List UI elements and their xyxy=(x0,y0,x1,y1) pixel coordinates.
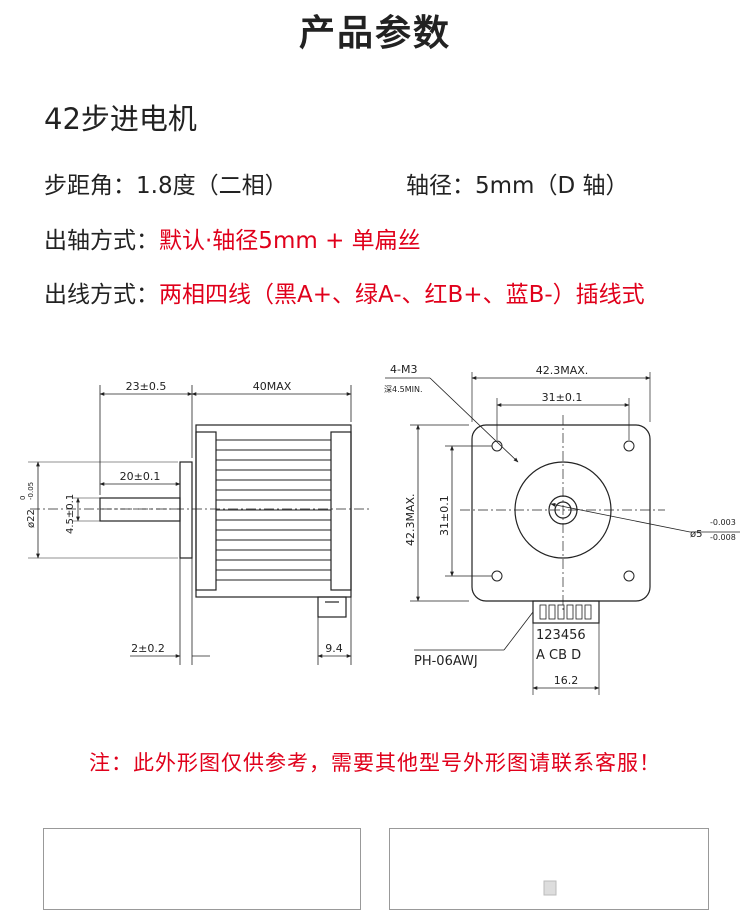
connector-thumb xyxy=(543,880,557,896)
wiring-value: 两相四线（黑A+、绿A-、红B+、蓝B-）插线式 xyxy=(159,282,645,308)
connector-front xyxy=(532,600,600,624)
disclaimer-note: 注：此外形图仅供参考，需要其他型号外形图请联系客服！ xyxy=(89,751,661,775)
shaft-label: 轴径： xyxy=(406,173,475,199)
product-name: 42步进电机 xyxy=(44,102,197,136)
product-card-left xyxy=(43,828,361,910)
connector-pins: 123456 xyxy=(536,628,586,643)
dim-22-tol2: 0 xyxy=(19,496,27,500)
shaft-dia: ø5 xyxy=(690,529,702,540)
hole-label: 4-M3 xyxy=(390,363,417,376)
spec-row-wiring: 出线方式：两相四线（黑A+、绿A-、红B+、蓝B-）插线式 xyxy=(44,275,645,309)
shaft-tol-low: -0.008 xyxy=(710,533,736,542)
product-card-right xyxy=(389,828,709,910)
shaft-body xyxy=(99,497,181,522)
shaft-spec: 轴径：5mm（D 轴） xyxy=(406,166,628,200)
dim-4-5: 4.5±0.1 xyxy=(65,494,76,534)
output-shaft-value: 默认·轴径5mm + 单扁丝 xyxy=(159,228,421,254)
dim-9-4: 9.4 xyxy=(325,642,343,655)
body-ribs xyxy=(216,439,331,581)
dim-22: ø22 xyxy=(26,509,37,528)
connector-side xyxy=(317,596,347,618)
dim-23: 23±0.5 xyxy=(126,380,167,393)
step-value: 1.8度（二相） xyxy=(136,173,288,199)
shaft-value: 5mm（D 轴） xyxy=(475,173,629,199)
connector-model: PH-06AWJ xyxy=(414,654,478,669)
hole-depth: 深4.5MIN. xyxy=(384,385,423,394)
shaft-collar xyxy=(179,461,193,559)
dim-42-3-top: 42.3MAX. xyxy=(536,364,589,377)
step-label: 步距角： xyxy=(44,173,136,199)
technical-drawing: 23±0.5 40MAX 20±0.1 ø22 -0.05 0 4.5±0.1 … xyxy=(19,363,740,695)
dim-42-3-left: 42.3MAX. xyxy=(404,493,417,546)
dim-31-top: 31±0.1 xyxy=(542,391,583,404)
dim-22-tol: -0.05 xyxy=(27,482,35,500)
front-view xyxy=(385,372,740,695)
shaft-tol-up: -0.003 xyxy=(710,518,736,527)
page-title: 产品参数 xyxy=(298,12,451,54)
connector-letters: A CB D xyxy=(536,648,581,663)
wiring-label: 出线方式： xyxy=(44,282,159,308)
dim-20: 20±0.1 xyxy=(120,470,161,483)
dim-31-left: 31±0.1 xyxy=(438,495,451,536)
side-view xyxy=(28,385,370,665)
dim-40max: 40MAX xyxy=(253,380,292,393)
dim-16-2: 16.2 xyxy=(554,674,579,687)
dim-2: 2±0.2 xyxy=(131,642,165,655)
front-flange xyxy=(471,424,651,602)
spec-row-output-shaft: 出轴方式：默认·轴径5mm + 单扁丝 xyxy=(44,221,421,255)
output-shaft-label: 出轴方式： xyxy=(44,228,159,254)
motor-body xyxy=(195,424,352,598)
spec-row-step: 步距角：1.8度（二相） 轴径：5mm（D 轴） xyxy=(44,166,628,200)
